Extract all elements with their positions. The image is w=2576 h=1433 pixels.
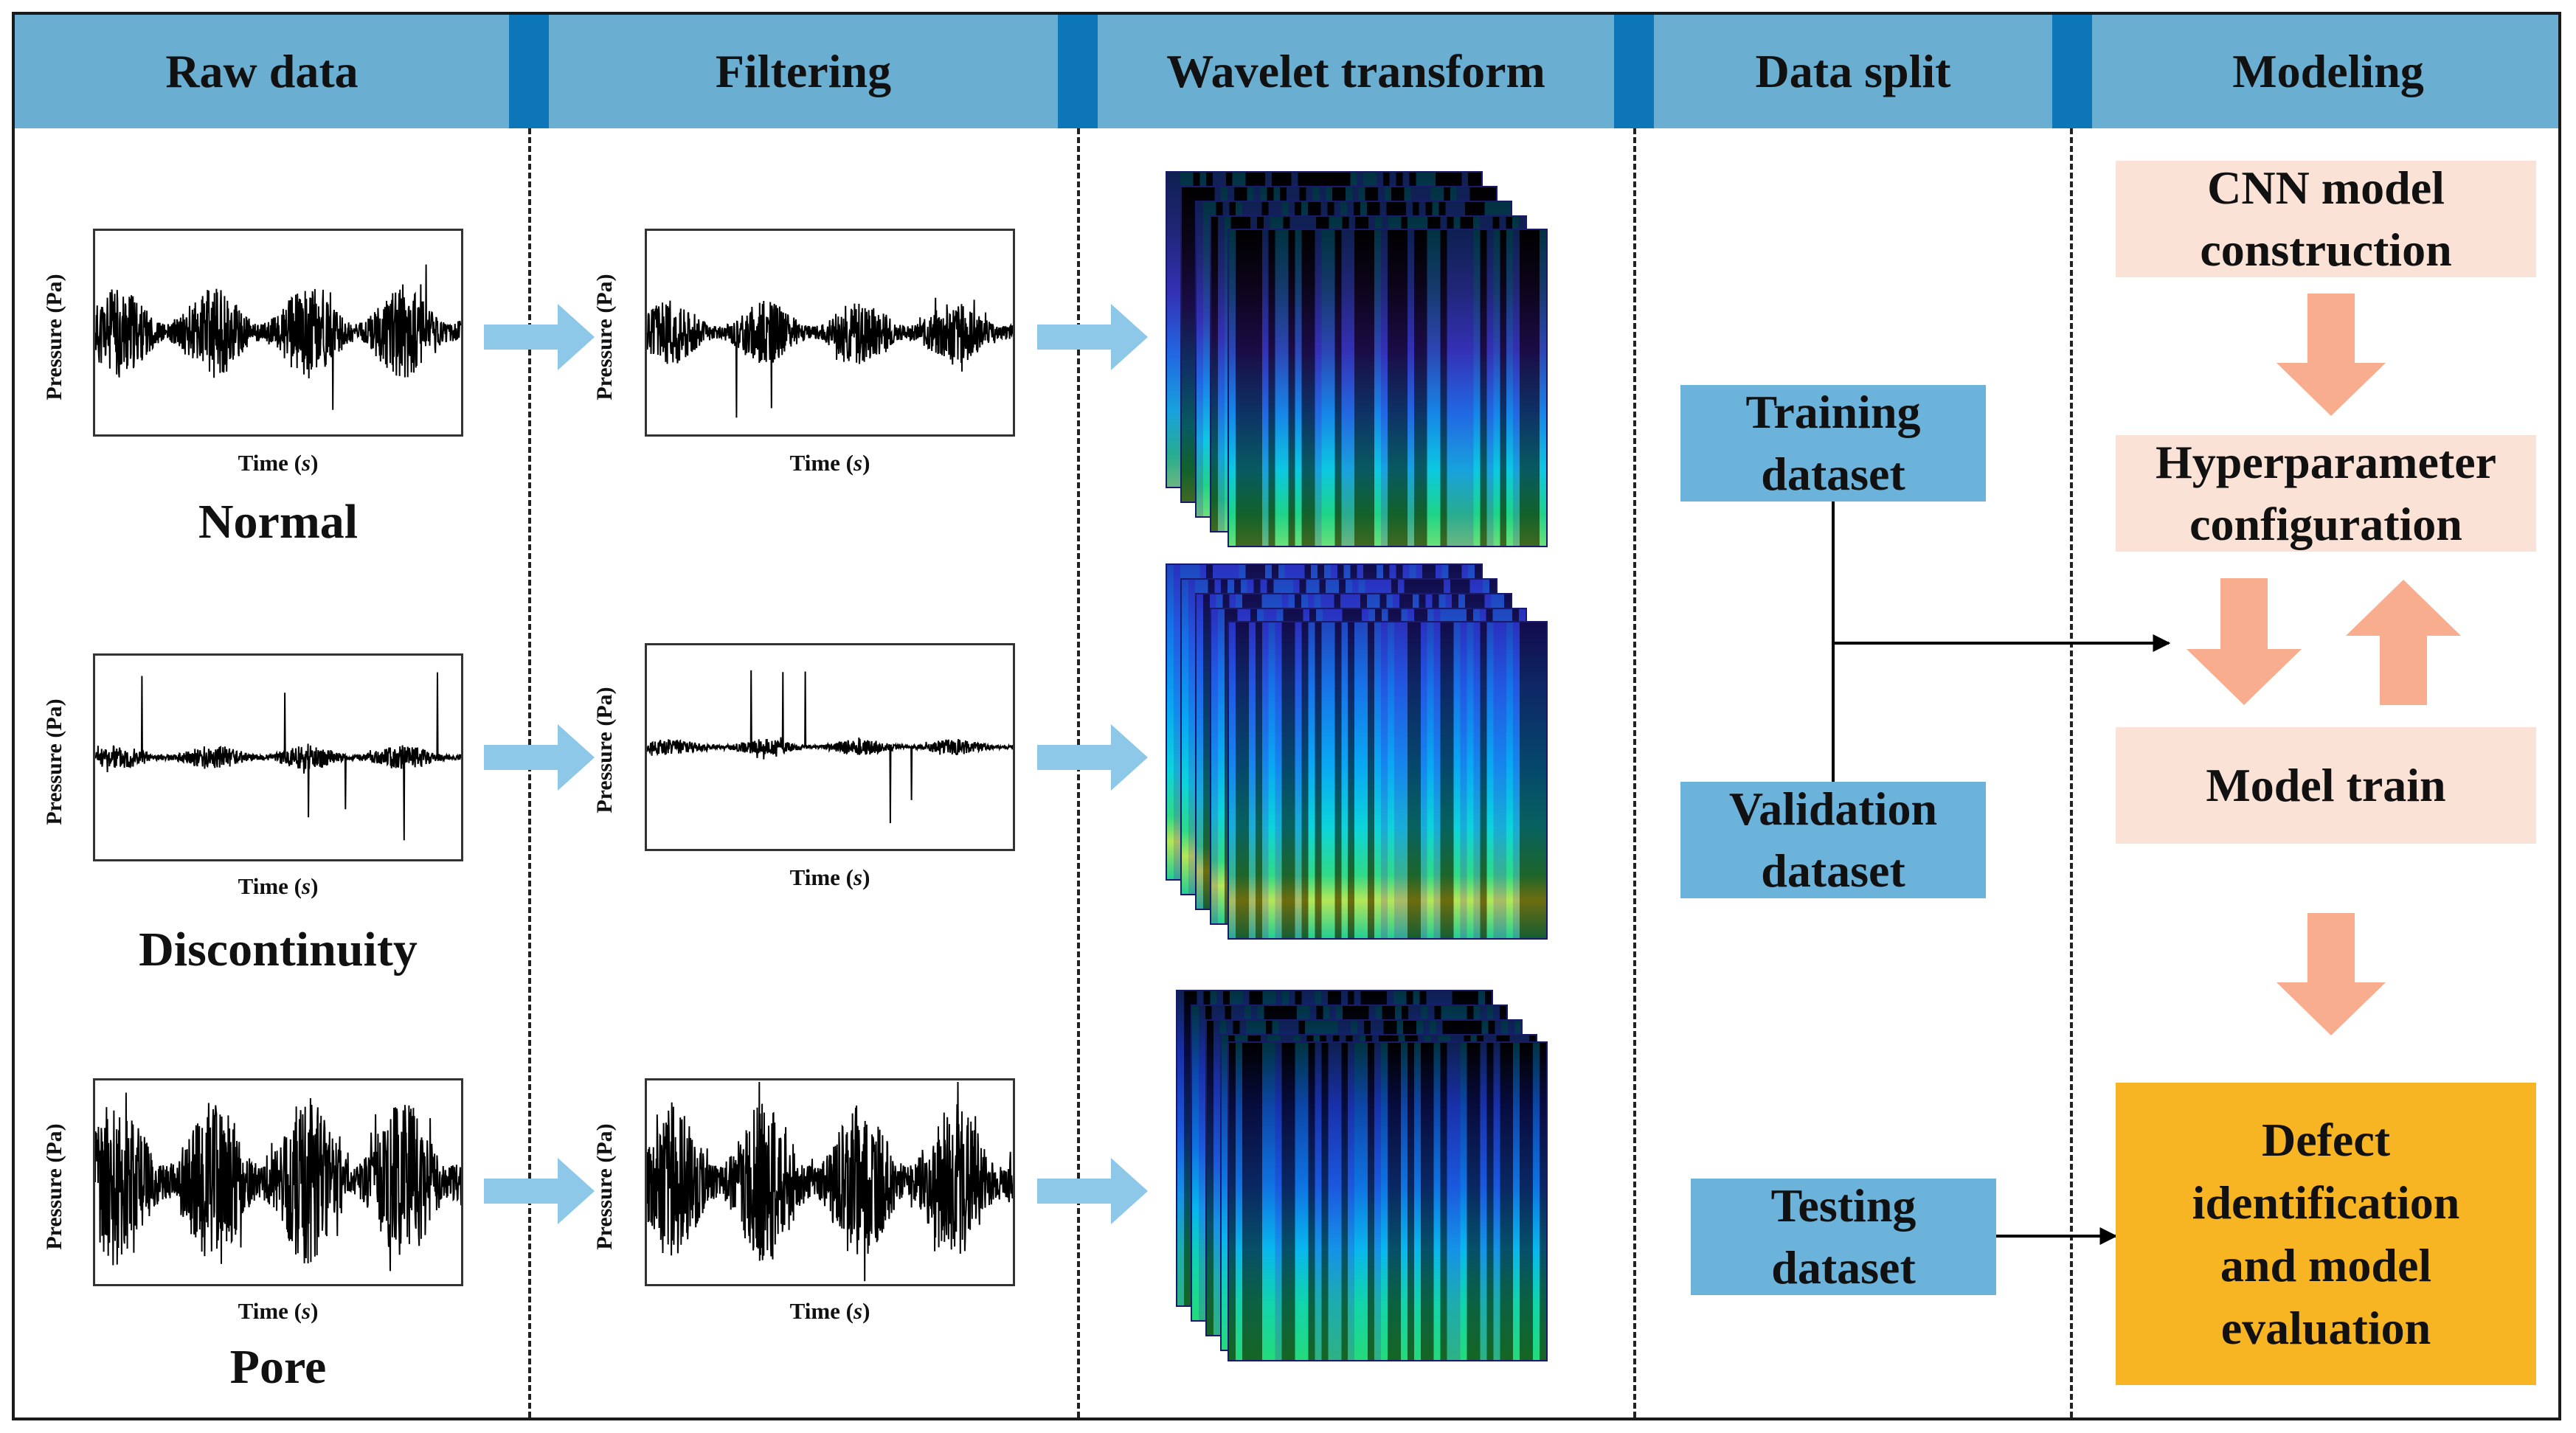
training-label-line2: dataset — [1761, 448, 1905, 500]
flow-arrow — [484, 304, 595, 370]
raw-signal-pore — [95, 1092, 461, 1271]
header-bar: Raw data Filtering Wavelet transform Dat… — [15, 15, 2558, 128]
y-axis-label: Pressure (Pa) — [42, 274, 66, 400]
filtered-signal-pore — [647, 1081, 1013, 1282]
final-label-line1: Defect — [2261, 1114, 2391, 1166]
column-divider — [2070, 128, 2073, 1418]
validation-label-line2: dataset — [1761, 844, 1905, 897]
y-axis-label: Pressure (Pa) — [42, 1123, 66, 1250]
column-divider — [1633, 128, 1636, 1418]
y-axis-label: Pressure (Pa) — [592, 687, 617, 813]
raw-signal-normal — [95, 264, 461, 410]
testing-label-line1: Testing — [1770, 1179, 1917, 1232]
filtered-signal-plot-pore — [645, 1078, 1015, 1286]
training-dataset-box: Training dataset — [1680, 385, 1986, 502]
x-axis-label: Time (s) — [238, 450, 319, 476]
column-divider — [1077, 128, 1080, 1418]
y-axis-label: Pressure (Pa) — [42, 698, 66, 825]
filtered-signal-plot-discontinuity — [645, 643, 1015, 851]
cnn-label-line2: construction — [2200, 223, 2452, 276]
scalogram-stack-normal — [1166, 171, 1579, 555]
testing-label-line2: dataset — [1771, 1241, 1916, 1294]
model-train-label: Model train — [2206, 759, 2446, 811]
final-label-line2: identification — [2192, 1176, 2460, 1229]
x-axis-label: Time (s) — [789, 1298, 870, 1324]
x-axis-label: Time (s) — [789, 864, 870, 890]
raw-signal-plot-discontinuity — [93, 653, 463, 861]
scalogram-image — [1228, 229, 1548, 547]
hyper-label-line2: configuration — [2189, 498, 2462, 550]
header-filtering: Filtering — [715, 45, 892, 97]
raw-signal-plot-normal — [93, 229, 463, 437]
testing-dataset-box: Testing dataset — [1691, 1179, 1996, 1295]
header-raw-data: Raw data — [165, 45, 359, 97]
class-label-discontinuity: Discontinuity — [139, 923, 418, 976]
raw-signal-discontinuity — [95, 672, 461, 841]
header-data-split: Data split — [1755, 45, 1951, 97]
training-label-line1: Training — [1745, 386, 1921, 438]
down-arrow-icon — [2187, 578, 2302, 705]
cnn-construction-box: CNN model construction — [2116, 161, 2536, 277]
class-label-pore: Pore — [229, 1340, 327, 1394]
scalogram-image — [1228, 1041, 1548, 1361]
filtered-signal-normal — [647, 297, 1013, 418]
figure-frame: Raw data Filtering Wavelet transform Dat… — [12, 12, 2561, 1420]
flow-arrow — [484, 1158, 595, 1224]
header-separator — [2052, 15, 2092, 128]
header-separator — [509, 15, 549, 128]
down-arrow-icon — [2276, 913, 2386, 1035]
up-arrow-icon — [2346, 580, 2461, 705]
hyperparameter-box: Hyperparameter configuration — [2116, 435, 2536, 552]
header-wavelet-transform: Wavelet transform — [1166, 45, 1545, 97]
x-axis-label: Time (s) — [238, 873, 319, 899]
filtered-signal-plot-normal — [645, 229, 1015, 437]
validation-label-line1: Validation — [1728, 783, 1938, 835]
flow-arrow — [484, 724, 595, 791]
cnn-label-line1: CNN model — [2207, 162, 2445, 214]
column-divider — [528, 128, 531, 1418]
model-train-box: Model train — [2116, 727, 2536, 844]
class-label-normal: Normal — [198, 495, 359, 549]
validation-dataset-box: Validation dataset — [1680, 782, 1986, 898]
final-label-line4: evaluation — [2220, 1302, 2431, 1354]
x-axis-label: Time (s) — [789, 450, 870, 476]
flow-arrow — [1037, 724, 1148, 791]
flow-arrow — [1037, 304, 1148, 370]
down-arrow-icon — [2276, 294, 2386, 416]
header-modeling: Modeling — [2232, 45, 2424, 97]
scalogram-stack-discontinuity — [1166, 563, 1579, 947]
x-axis-label: Time (s) — [238, 1298, 319, 1324]
y-axis-label: Pressure (Pa) — [592, 1123, 617, 1250]
filtered-signal-discontinuity — [647, 670, 1013, 824]
final-label-line3: and model — [2220, 1239, 2432, 1291]
header-separator — [1614, 15, 1654, 128]
scalogram-image — [1228, 621, 1548, 940]
header-separator — [1058, 15, 1098, 128]
hyper-label-line1: Hyperparameter — [2155, 436, 2497, 488]
defect-evaluation-box: Defect identification and model evaluation — [2116, 1083, 2536, 1385]
scalogram-stack-pore — [1176, 990, 1589, 1373]
raw-signal-plot-pore — [93, 1078, 463, 1286]
flow-arrow — [1037, 1158, 1148, 1224]
y-axis-label: Pressure (Pa) — [592, 274, 617, 400]
